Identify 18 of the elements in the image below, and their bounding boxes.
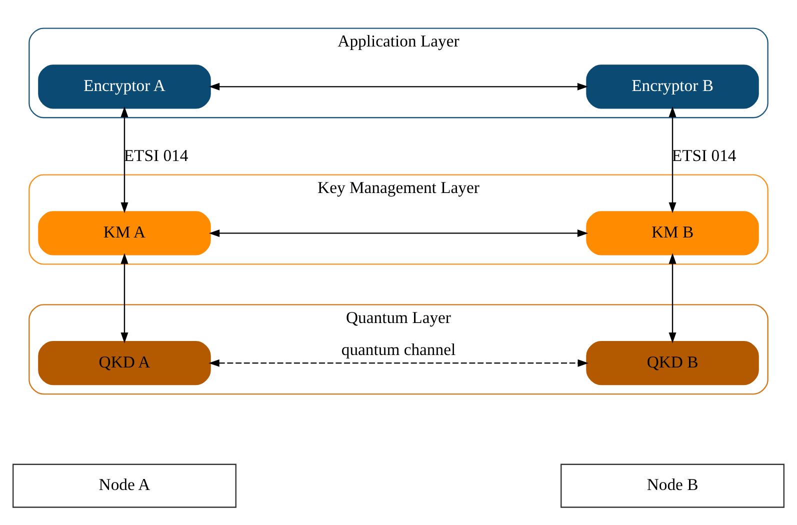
node-box: KM B	[586, 210, 759, 255]
node-box: Node A	[12, 463, 236, 508]
edge-label: quantum channel	[341, 339, 456, 358]
node-box: KM A	[38, 210, 211, 255]
arrow	[208, 82, 588, 90]
node-box: Encryptor A	[38, 64, 211, 108]
node-box: QKD B	[586, 340, 759, 385]
node-box: Encryptor B	[586, 64, 759, 108]
arrow	[208, 358, 588, 366]
node-box: QKD A	[38, 340, 211, 385]
arrow	[668, 252, 676, 343]
node-box: Node B	[560, 463, 784, 508]
arrow	[120, 106, 128, 213]
arrow	[208, 228, 588, 236]
arrow	[668, 106, 676, 213]
edge-label: ETSI 014	[124, 145, 188, 164]
arrow	[120, 252, 128, 343]
edge-label: ETSI 014	[672, 145, 736, 164]
